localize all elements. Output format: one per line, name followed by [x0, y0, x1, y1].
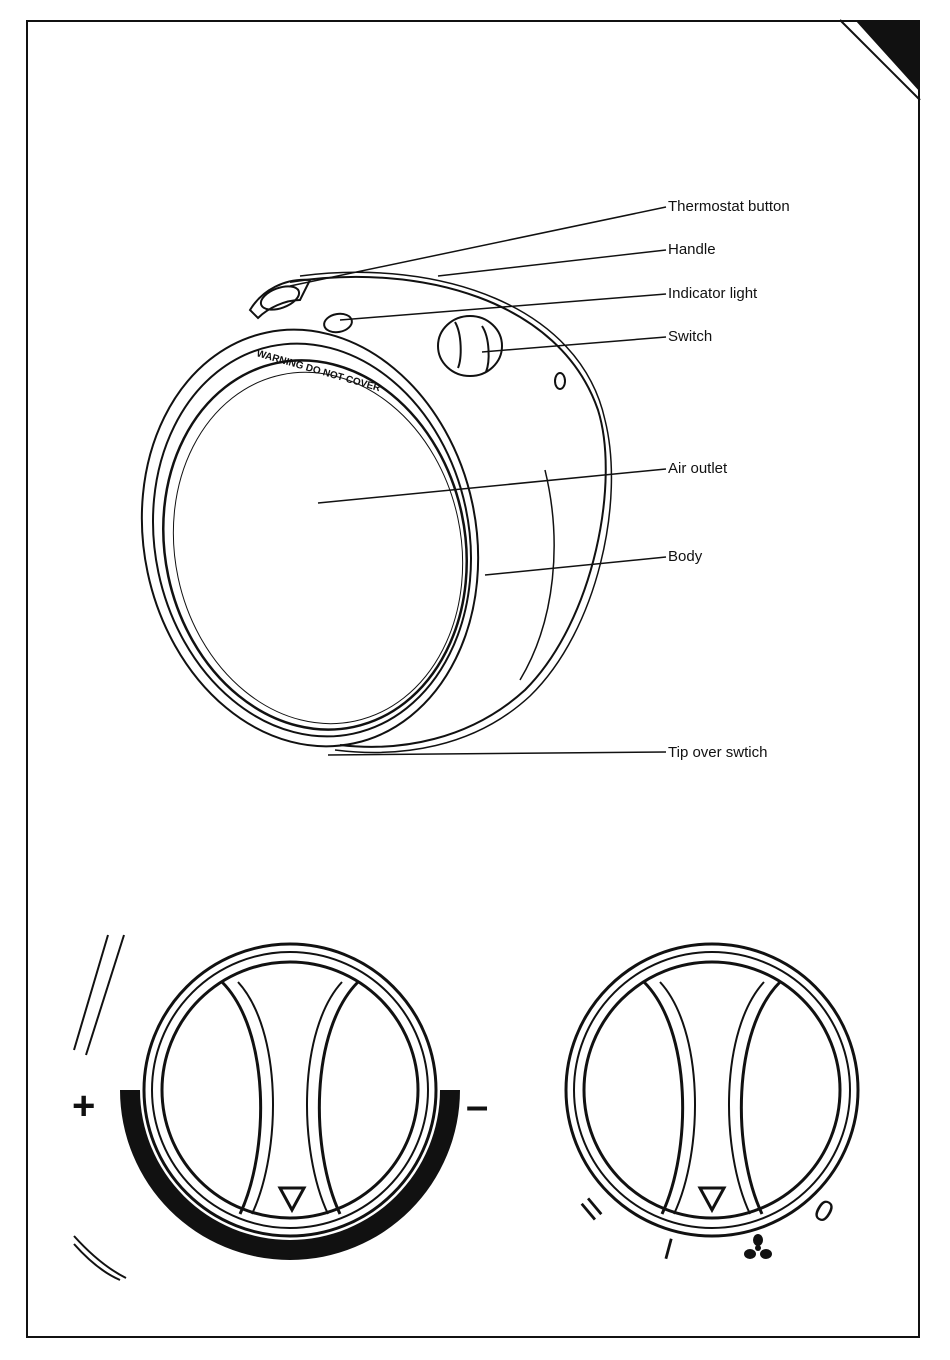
- switch-knob: [566, 944, 858, 1236]
- plus-symbol: +: [72, 1086, 95, 1126]
- minus-symbol: –: [466, 1086, 488, 1126]
- switch-pointer-triangle: [700, 1188, 724, 1210]
- decor-stroke: [74, 935, 108, 1050]
- thermostat-knob: [120, 944, 460, 1260]
- pointer-triangle: [280, 1188, 304, 1210]
- fan-icon: [744, 1234, 772, 1259]
